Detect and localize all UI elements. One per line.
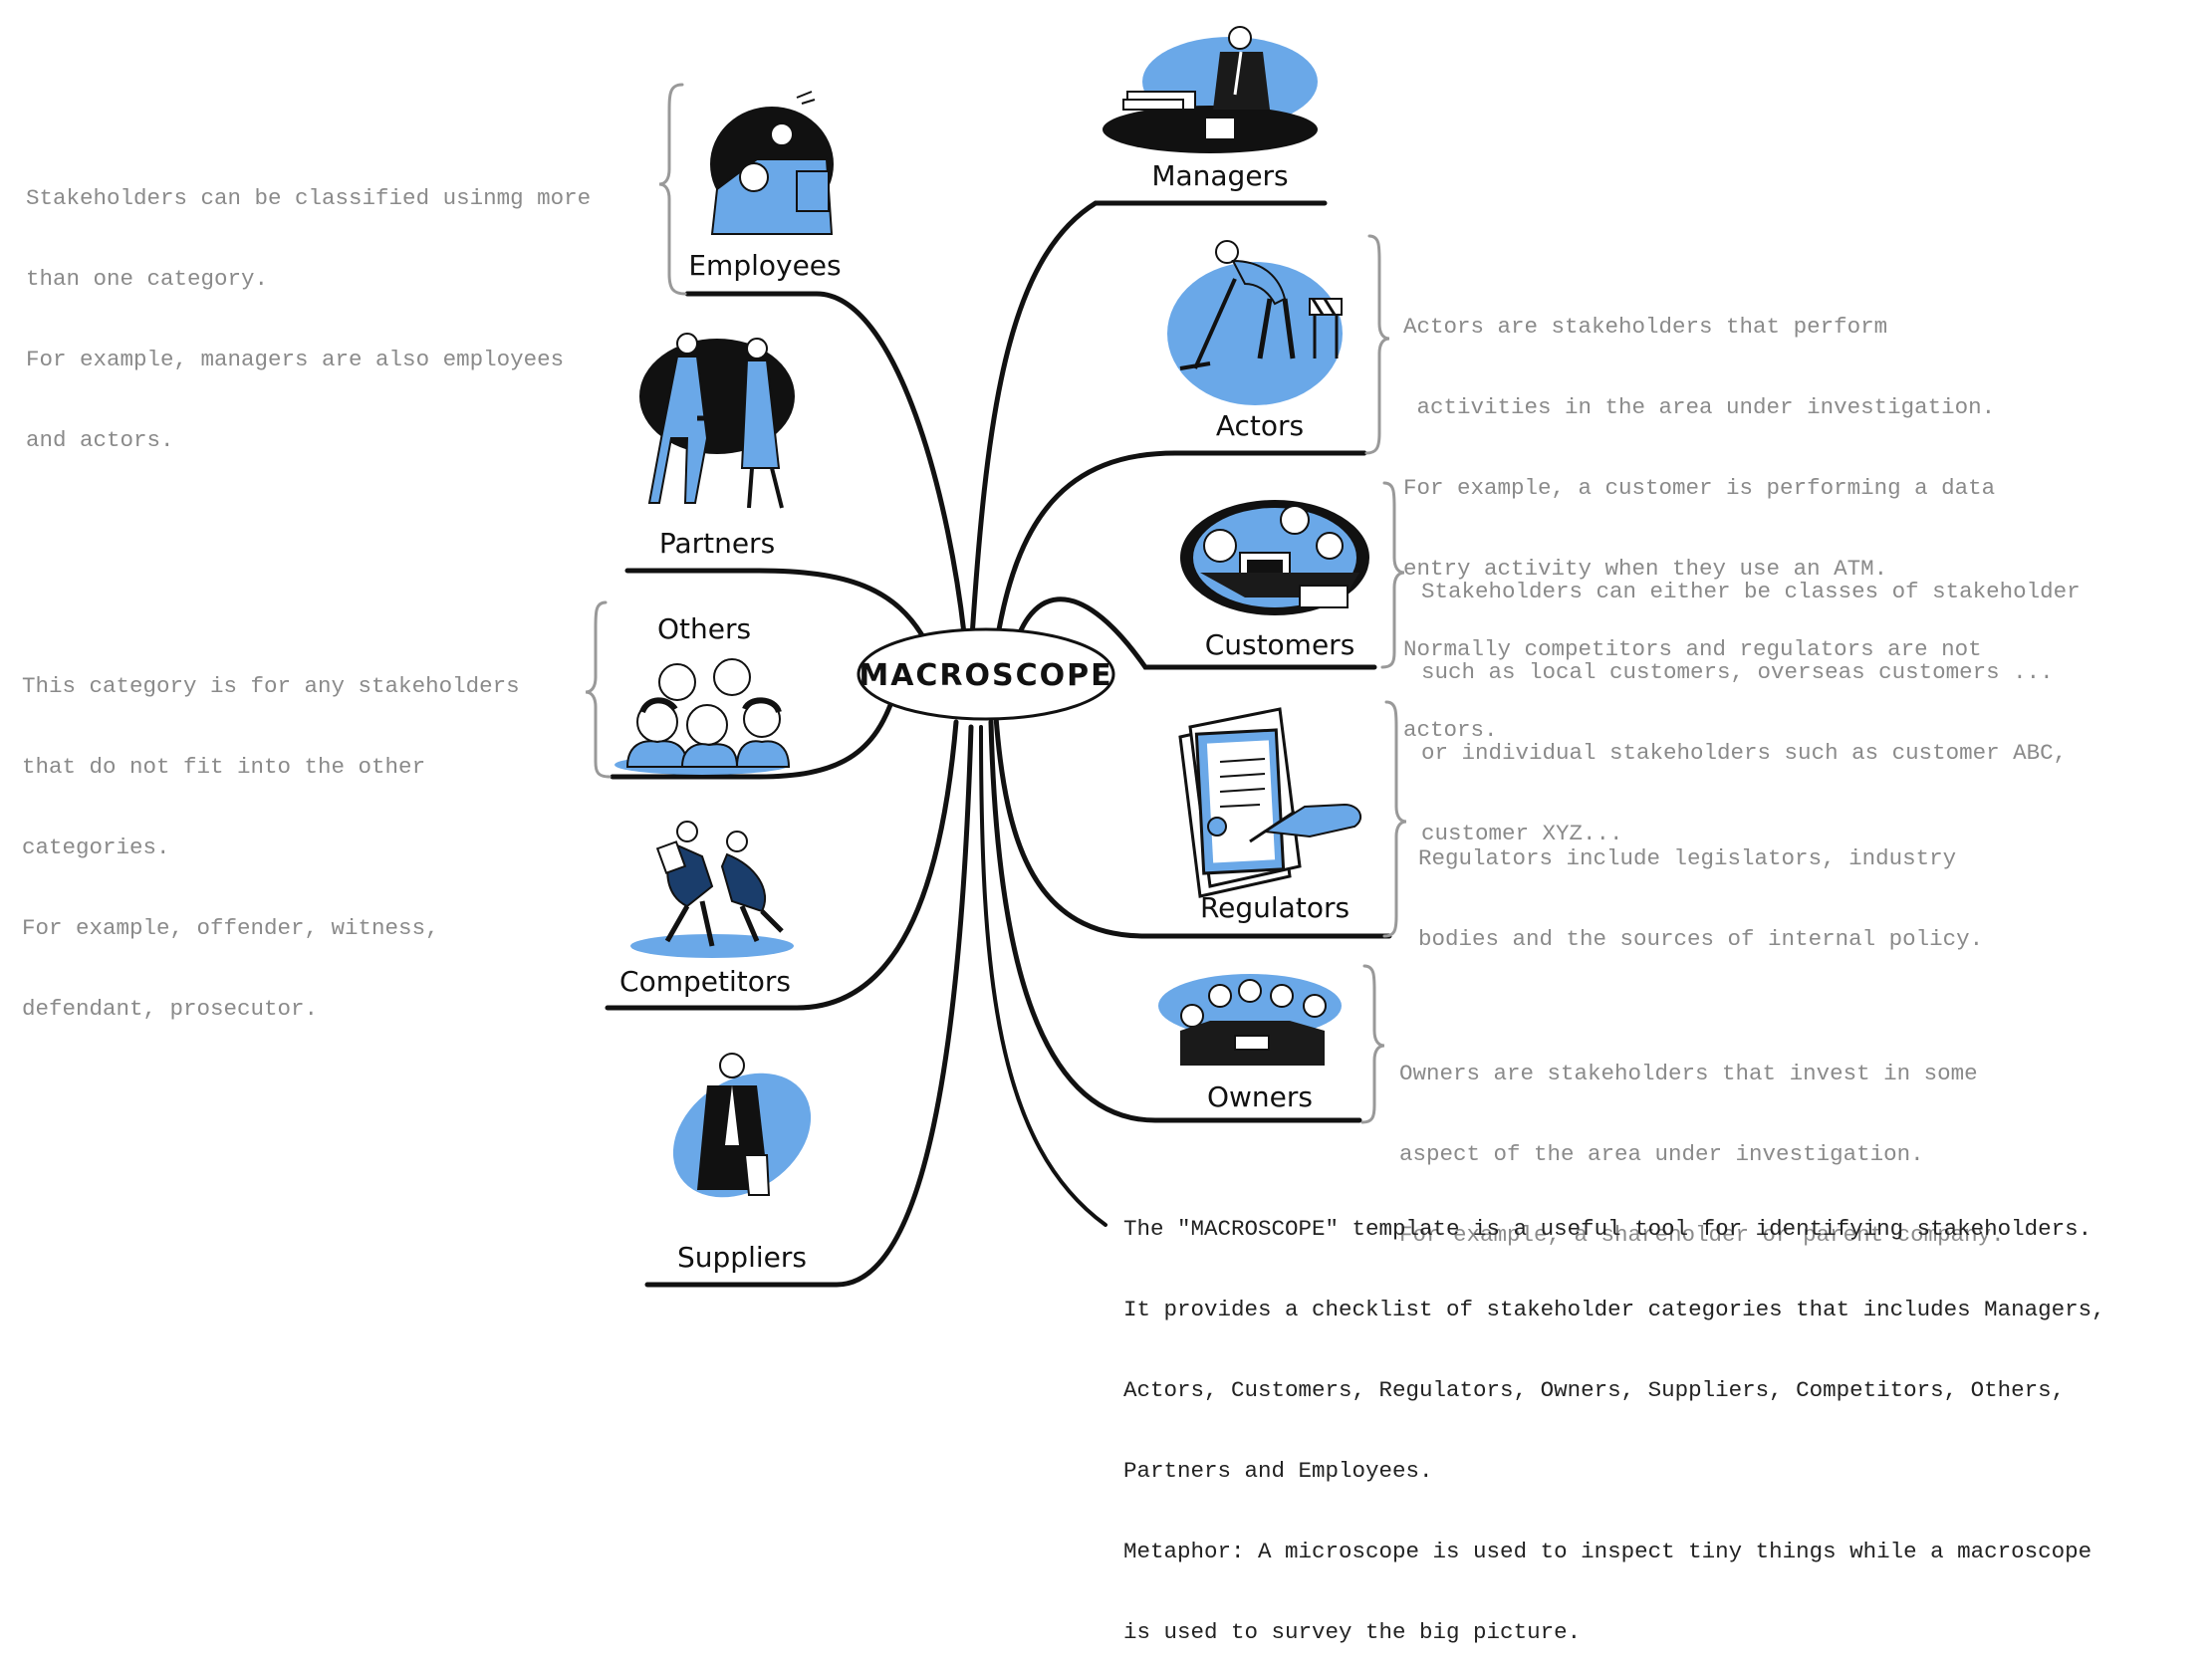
connector-others [610, 684, 899, 780]
note-line: entry activity when they use an ATM. [1403, 556, 1888, 582]
bracket-customers [1380, 481, 1405, 669]
note-line: Stakeholders can either be classes of st… [1421, 579, 2081, 604]
connector-competitors [605, 719, 959, 1011]
branch-label-others: Others [657, 612, 751, 645]
note-line: defendant, prosecutor. [22, 996, 319, 1022]
branch-label-owners: Owners [1207, 1080, 1313, 1113]
note-line: Regulators include legislators, industry [1418, 845, 1957, 871]
macroscope-mind-map: MACROSCOPE Managers Actors Customers Reg… [22, 26, 2105, 1645]
note-line: categories. [22, 835, 170, 860]
actors-illustration [1167, 240, 1343, 405]
note-line: Stakeholders can be classified usinmg mo… [26, 185, 592, 211]
note-line: Partners and Employees. [1123, 1458, 1433, 1484]
note-regulators: Regulators include legislators, industry… [1418, 792, 1983, 980]
branch-label-suppliers: Suppliers [677, 1241, 807, 1274]
note-line: activities in the area under investigati… [1403, 394, 1996, 420]
connector-regulators [993, 714, 1392, 939]
note-actors: Actors are stakeholders that perform act… [1403, 260, 1995, 771]
note-line: For example, managers are also employees [26, 347, 565, 372]
suppliers-illustration [672, 1053, 812, 1198]
branch-label-regulators: Regulators [1200, 891, 1350, 924]
note-line: This category is for any stakeholders [22, 673, 520, 699]
branch-label-customers: Customers [1205, 628, 1355, 661]
note-line: that do not fit into the other [22, 754, 426, 780]
note-line: Normally competitors and regulators are … [1403, 636, 1982, 662]
note-line: such as local customers, overseas custom… [1421, 659, 2054, 685]
partners-illustration [639, 333, 795, 509]
connector-summary [979, 725, 1107, 1227]
bracket-regulators [1382, 700, 1407, 938]
note-line: bodies and the sources of internal polic… [1418, 926, 1984, 952]
branch-label-employees: Employees [688, 249, 841, 282]
note-line: The "MACROSCOPE" template is a useful to… [1123, 1216, 2092, 1242]
connector-employees [684, 291, 969, 655]
note-line: It provides a checklist of stakeholder c… [1123, 1297, 2105, 1322]
managers-illustration [1103, 26, 1318, 153]
connector-actors [993, 450, 1367, 650]
connector-partners [624, 568, 929, 645]
note-line: and actors. [26, 427, 174, 453]
customers-illustration [1180, 500, 1369, 615]
center-node[interactable]: MACROSCOPE [857, 627, 1115, 721]
note-line: Owners are stakeholders that invest in s… [1399, 1061, 1978, 1086]
connector-managers [968, 200, 1328, 655]
owners-illustration [1158, 974, 1342, 1066]
bracket-actors [1364, 234, 1390, 455]
bracket-others [585, 600, 612, 779]
others-illustration [614, 658, 791, 775]
branch-label-managers: Managers [1151, 159, 1288, 192]
note-line: Metaphor: A microscope is used to inspec… [1123, 1539, 2092, 1564]
bracket-owners [1360, 964, 1385, 1124]
note-customers: Stakeholders can either be classes of st… [1421, 525, 2081, 874]
branch-label-competitors: Competitors [619, 965, 791, 998]
connector-suppliers [644, 724, 974, 1288]
note-line: For example, offender, witness, [22, 915, 439, 941]
note-line: Actors are stakeholders that perform [1403, 314, 1888, 340]
note-line: customer XYZ... [1421, 821, 1623, 846]
employees-illustration [710, 91, 834, 235]
note-others: This category is for any stakeholders th… [22, 619, 520, 1050]
note-line: Actors, Customers, Regulators, Owners, S… [1123, 1377, 2066, 1403]
note-line: is used to survey the big picture. [1123, 1619, 1582, 1645]
note-owners: Owners are stakeholders that invest in s… [1399, 1007, 2005, 1276]
note-brackets [585, 83, 1407, 1124]
bracket-employees [658, 83, 687, 296]
note-summary: The "MACROSCOPE" template is a useful to… [1123, 1162, 2105, 1673]
note-line: than one category. [26, 266, 269, 292]
mind-map-canvas: MACROSCOPE Managers Actors Customers Reg… [585, 26, 1407, 1288]
note-line: actors. [1403, 717, 1498, 743]
branch-label-partners: Partners [659, 527, 775, 560]
note-line: For example, a customer is performing a … [1403, 475, 1996, 501]
center-label: MACROSCOPE [859, 658, 1112, 693]
branch-label-actors: Actors [1216, 409, 1304, 442]
connector-owners [988, 719, 1362, 1123]
note-line: or individual stakeholders such as custo… [1421, 740, 2068, 766]
regulators-illustration [1178, 707, 1362, 898]
note-employees: Stakeholders can be classified usinmg mo… [26, 131, 591, 481]
competitors-illustration [630, 821, 794, 958]
note-line: aspect of the area under investigation. [1399, 1141, 1924, 1167]
note-line: For example, a shareholder or parent com… [1399, 1222, 2005, 1248]
